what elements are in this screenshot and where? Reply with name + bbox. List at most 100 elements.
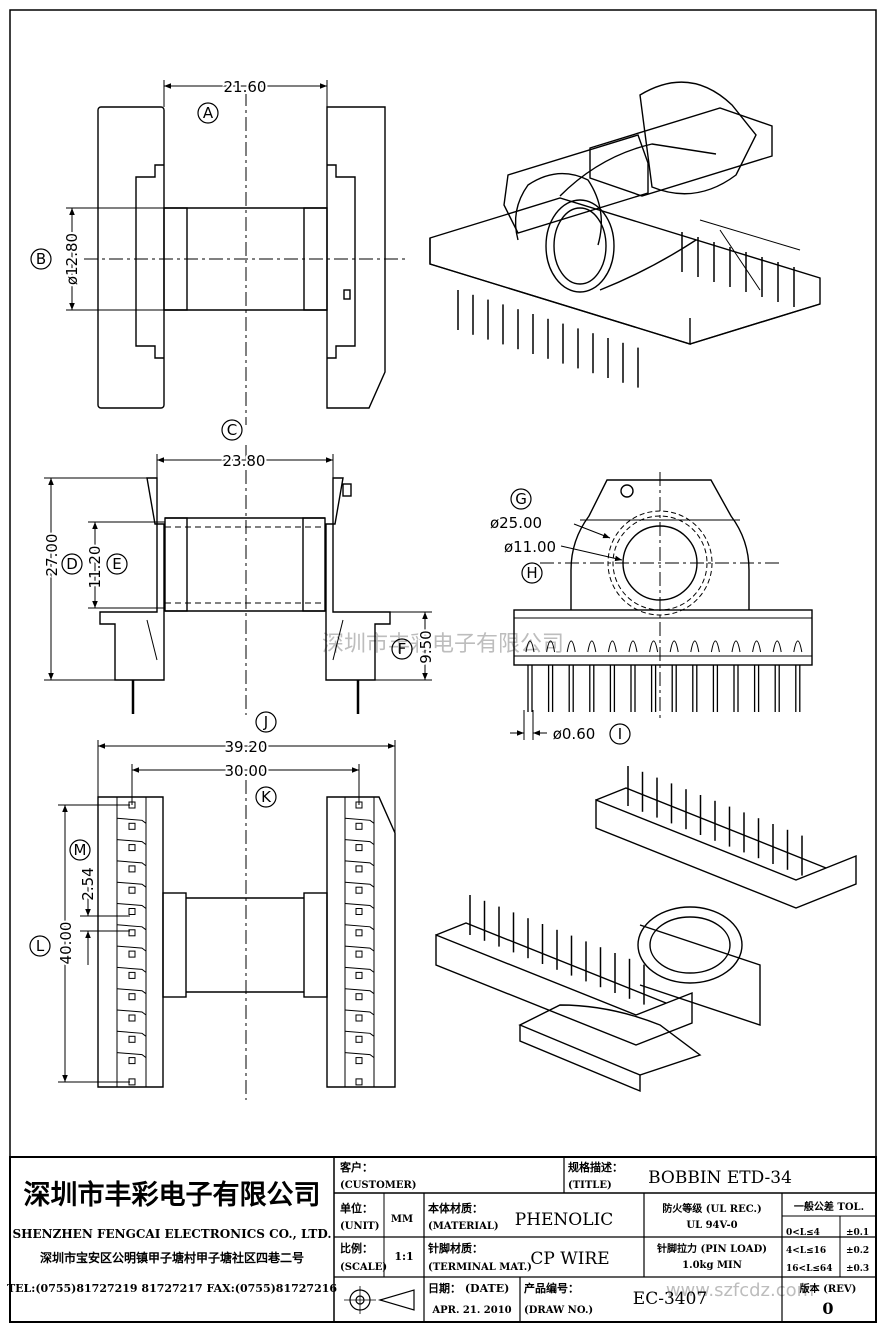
- customer-label: 客户：: [339, 1160, 373, 1174]
- dim-top-bore: ø12.80: [63, 233, 81, 285]
- pin-slot: [344, 839, 375, 845]
- pin-slot: [116, 903, 147, 909]
- terminal-label: 针脚材质：: [428, 1241, 483, 1255]
- pin-slot: [344, 988, 375, 995]
- callout-a-label: A: [203, 104, 214, 122]
- pin-pad: [355, 993, 363, 1001]
- date-value: APR. 21. 2010: [431, 1305, 511, 1316]
- material-label: 本体材质：: [428, 1201, 483, 1215]
- callout-k-label: K: [261, 788, 272, 806]
- dim-top-width: 21.60: [224, 78, 267, 96]
- pin-slot: [116, 817, 147, 824]
- pin-pad: [128, 971, 136, 979]
- date-label: 日期： (DATE): [428, 1281, 509, 1295]
- dim-bottom-length: 40.00: [57, 922, 75, 965]
- terminal-label-en: (TERMINAL MAT.): [428, 1262, 532, 1273]
- callout-d-label: D: [66, 555, 78, 573]
- dim-side-width: 23.80: [223, 452, 266, 470]
- callout-c: [221, 419, 243, 441]
- wire-slot: [690, 640, 700, 653]
- front-view: [510, 472, 813, 740]
- callout-b-label: B: [36, 250, 46, 268]
- pin-pad: [355, 1035, 363, 1043]
- watermark-url: www.szfcdz.com: [666, 1280, 814, 1301]
- iso-view-bottom: [435, 787, 857, 1093]
- dim-front-bore: ø11.00: [504, 538, 556, 556]
- title-label-en: (TITLE): [568, 1180, 612, 1191]
- pin-pad: [128, 822, 136, 830]
- callout-i-label: I: [618, 725, 622, 743]
- drawno-label: 产品编号：: [524, 1281, 579, 1295]
- flame-value: UL 94V-0: [686, 1220, 737, 1231]
- pinload-label: 针脚拉力 (PIN LOAD): [657, 1242, 767, 1255]
- pin-pad: [355, 822, 363, 830]
- wire-slot: [587, 640, 597, 653]
- company-address: 深圳市宝安区公明镇甲子塘村甲子塘社区四巷二号: [40, 1250, 304, 1265]
- iso-view-bottom-pins: [469, 766, 803, 1005]
- pin-pad: [128, 1078, 136, 1086]
- wire-slot: [772, 640, 782, 653]
- pin-pad: [128, 844, 136, 852]
- callout-j: [255, 711, 277, 733]
- iso-view-top: [429, 81, 821, 345]
- title-value: BOBBIN ETD-34: [648, 1168, 792, 1188]
- material-label-en: (MATERIAL): [428, 1221, 499, 1232]
- customer-label-en: (CUSTOMER): [340, 1180, 417, 1191]
- wire-slot: [649, 640, 659, 653]
- callout-c-label: C: [227, 421, 237, 439]
- wire-slot: [793, 640, 803, 653]
- projection-symbol: [344, 1286, 415, 1314]
- pin-pad: [355, 1057, 363, 1065]
- tol-value-2: ±0.3: [846, 1264, 869, 1274]
- wire-slot: [752, 640, 762, 653]
- callout-h-label: H: [526, 564, 537, 582]
- title-label: 规格描述：: [568, 1160, 623, 1174]
- pin-slot: [116, 860, 147, 867]
- callout-j-label: J: [263, 713, 268, 731]
- tol-value-0: ±0.1: [846, 1228, 869, 1238]
- callout-m-label: M: [74, 841, 87, 859]
- pin-pad: [128, 993, 136, 1001]
- tol-value-1: ±0.2: [846, 1246, 869, 1256]
- wire-slot: [731, 640, 741, 653]
- wire-slot: [669, 640, 679, 653]
- wire-slot: [710, 640, 720, 653]
- title-block: [9, 1156, 877, 1323]
- callout-l-label: L: [36, 937, 45, 955]
- callout-k: [255, 786, 277, 808]
- callout-f-label: F: [398, 640, 407, 658]
- pin-slot: [116, 1009, 147, 1016]
- pin-slot: [344, 1052, 375, 1058]
- wire-slot: [628, 640, 638, 653]
- pin-slot: [116, 1052, 147, 1058]
- pin-slot: [116, 839, 147, 845]
- callout-d: [61, 553, 83, 575]
- pin-slot: [344, 1030, 375, 1037]
- callout-a: [197, 102, 219, 124]
- dim-pin-pitch: 2.54: [79, 867, 97, 900]
- rev-value: 0: [822, 1299, 833, 1318]
- tol-range-2: 16<L≤64: [786, 1264, 832, 1274]
- terminal-value: CP WIRE: [530, 1249, 609, 1269]
- wire-slot: [525, 640, 535, 653]
- dim-side-height: 27.00: [43, 534, 61, 577]
- drawno-label-en: (DRAW NO.): [524, 1305, 593, 1316]
- scale-label: 比例：: [340, 1241, 373, 1255]
- pin-pad: [128, 950, 136, 958]
- iso-view-top-pins: [457, 232, 795, 388]
- callout-m: [69, 839, 91, 861]
- dim-bottom-outer: 39.20: [225, 738, 268, 756]
- unit-value: MM: [391, 1214, 413, 1225]
- pin-pad: [355, 971, 363, 979]
- drawno-value: EC-3407: [633, 1289, 707, 1309]
- pin-pad: [128, 1014, 136, 1022]
- dim-front-flange: ø25.00: [490, 514, 542, 532]
- pin-slot: [344, 924, 375, 931]
- top-view: [66, 80, 405, 425]
- pin-slot: [116, 1030, 147, 1037]
- pin-slot: [344, 1009, 375, 1016]
- pin-pad: [355, 801, 363, 809]
- pin-pad: [128, 886, 136, 894]
- pin-pad: [355, 1014, 363, 1022]
